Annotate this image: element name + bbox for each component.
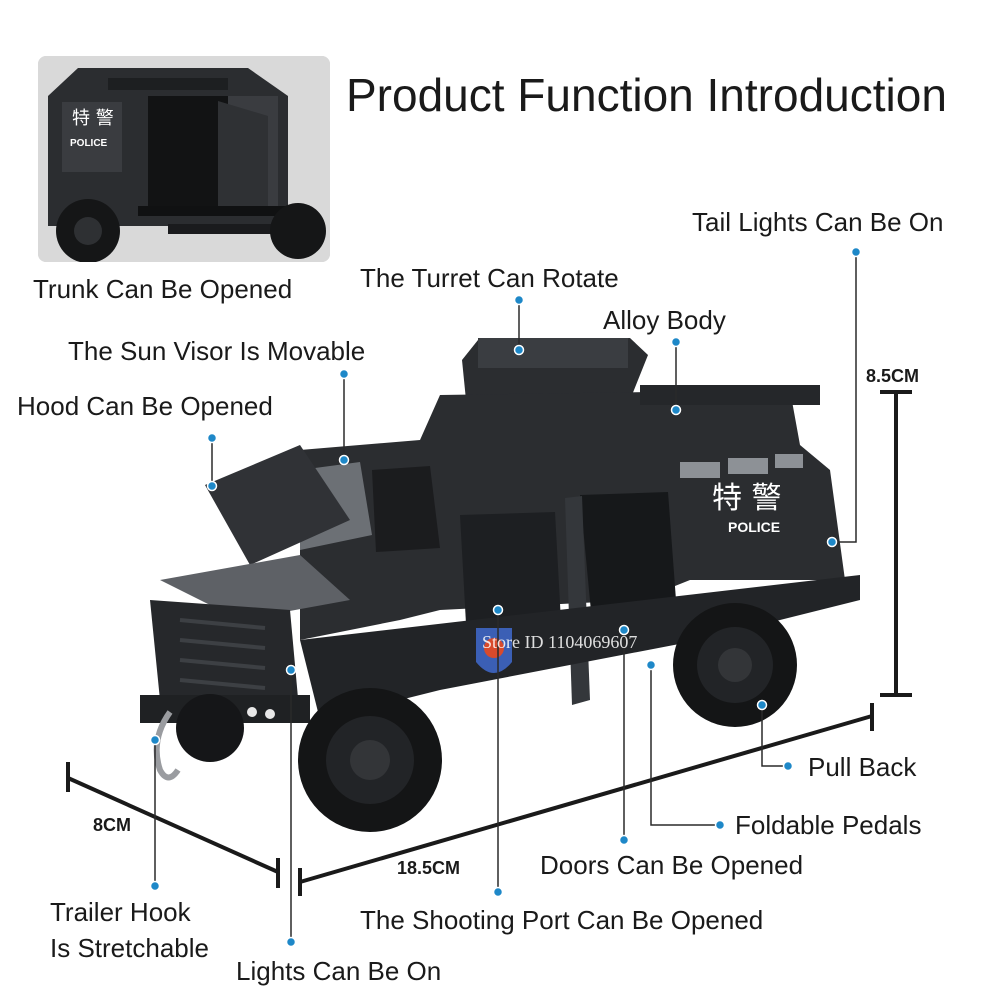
label-tail-lights: Tail Lights Can Be On [692,207,944,237]
inset-chinese-text: 特 警 [72,108,114,129]
inset-police-text: POLICE [70,138,108,149]
label-shooting-port: The Shooting Port Can Be Opened [360,905,764,935]
label-lights: Lights Can Be On [236,956,442,986]
label-trailer-hook-line2: Is Stretchable [50,933,209,963]
vehicle-police-text: POLICE [728,519,780,535]
label-turret: The Turret Can Rotate [360,263,619,293]
label-trunk: Trunk Can Be Opened [33,274,293,304]
dimension-length: 18.5CM [397,858,461,878]
label-sun-visor: The Sun Visor Is Movable [68,336,366,366]
label-trailer-hook-line1: Trailer Hook [50,897,191,927]
label-alloy-body: Alloy Body [603,305,726,335]
label-pull-back: Pull Back [808,752,917,782]
label-hood: Hood Can Be Opened [17,391,273,421]
vehicle-chinese-text: 特 警 [712,481,782,516]
label-foldable-pedals: Foldable Pedals [735,810,922,840]
page-title: Product Function Introduction [346,69,947,121]
dimension-width: 8CM [93,815,132,835]
store-watermark: Store ID 1104069607 [482,632,638,652]
dimension-height: 8.5CM [866,366,920,386]
label-doors: Doors Can Be Opened [540,850,804,880]
trunk-inset-photo: 特 警 POLICE [38,56,330,262]
